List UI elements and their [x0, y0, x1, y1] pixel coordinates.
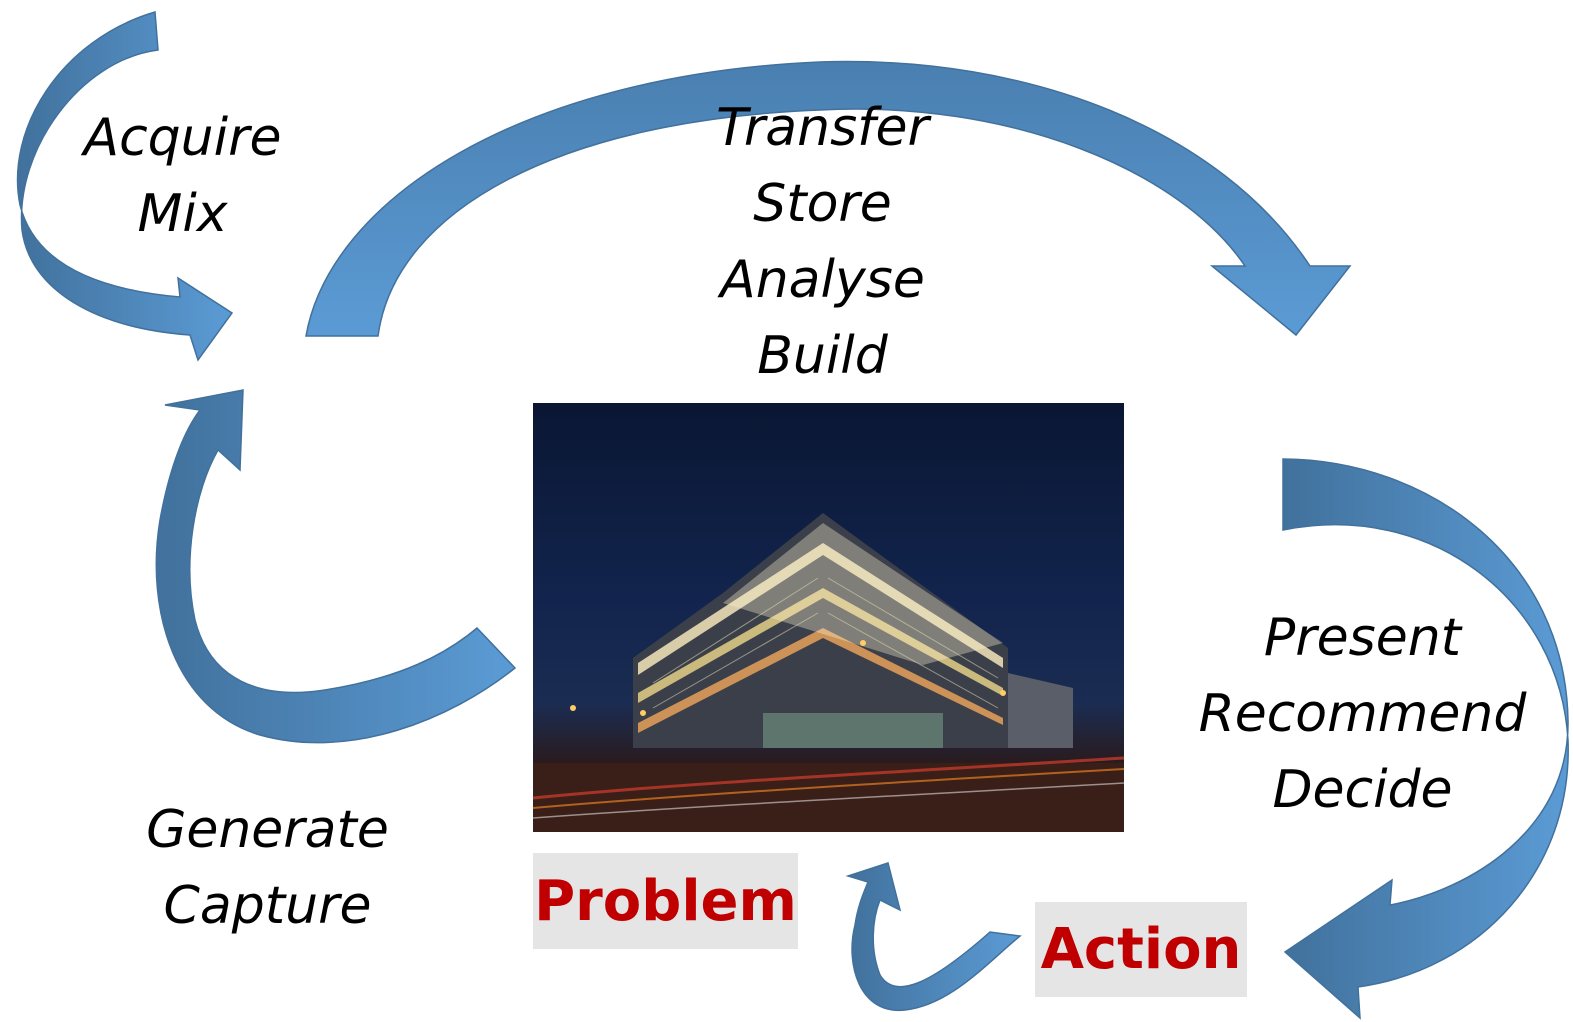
arrow-transfer-build	[305, 60, 1352, 337]
arrow-acquire-mix	[16, 11, 234, 362]
steps-present-decide: Present Recommend Decide	[1195, 600, 1530, 828]
step-mix: Mix	[137, 184, 228, 244]
step-build: Build	[757, 326, 888, 386]
step-acquire: Acquire	[83, 108, 282, 168]
action-label: Action	[1035, 902, 1247, 997]
steps-acquire-mix: Acquire Mix	[60, 100, 305, 252]
arrow-generate-capture	[155, 389, 517, 744]
steps-transfer-build: Transfer Store Analyse Build	[690, 90, 955, 394]
building-photo	[533, 403, 1124, 832]
steps-generate-capture: Generate Capture	[130, 792, 405, 944]
step-analyse: Analyse	[720, 250, 925, 310]
step-decide: Decide	[1272, 760, 1453, 820]
action-text: Action	[1040, 917, 1242, 982]
problem-label: Problem	[533, 853, 798, 949]
step-present: Present	[1263, 608, 1462, 668]
step-transfer: Transfer	[716, 98, 929, 158]
step-capture: Capture	[163, 876, 372, 936]
step-recommend: Recommend	[1198, 684, 1527, 744]
step-store: Store	[753, 174, 892, 234]
problem-text: Problem	[534, 868, 797, 934]
step-generate: Generate	[146, 800, 389, 860]
building-illustration	[533, 513, 1124, 832]
arrow-present-decide	[1282, 458, 1569, 1020]
arrow-action-problem	[845, 862, 1022, 1011]
